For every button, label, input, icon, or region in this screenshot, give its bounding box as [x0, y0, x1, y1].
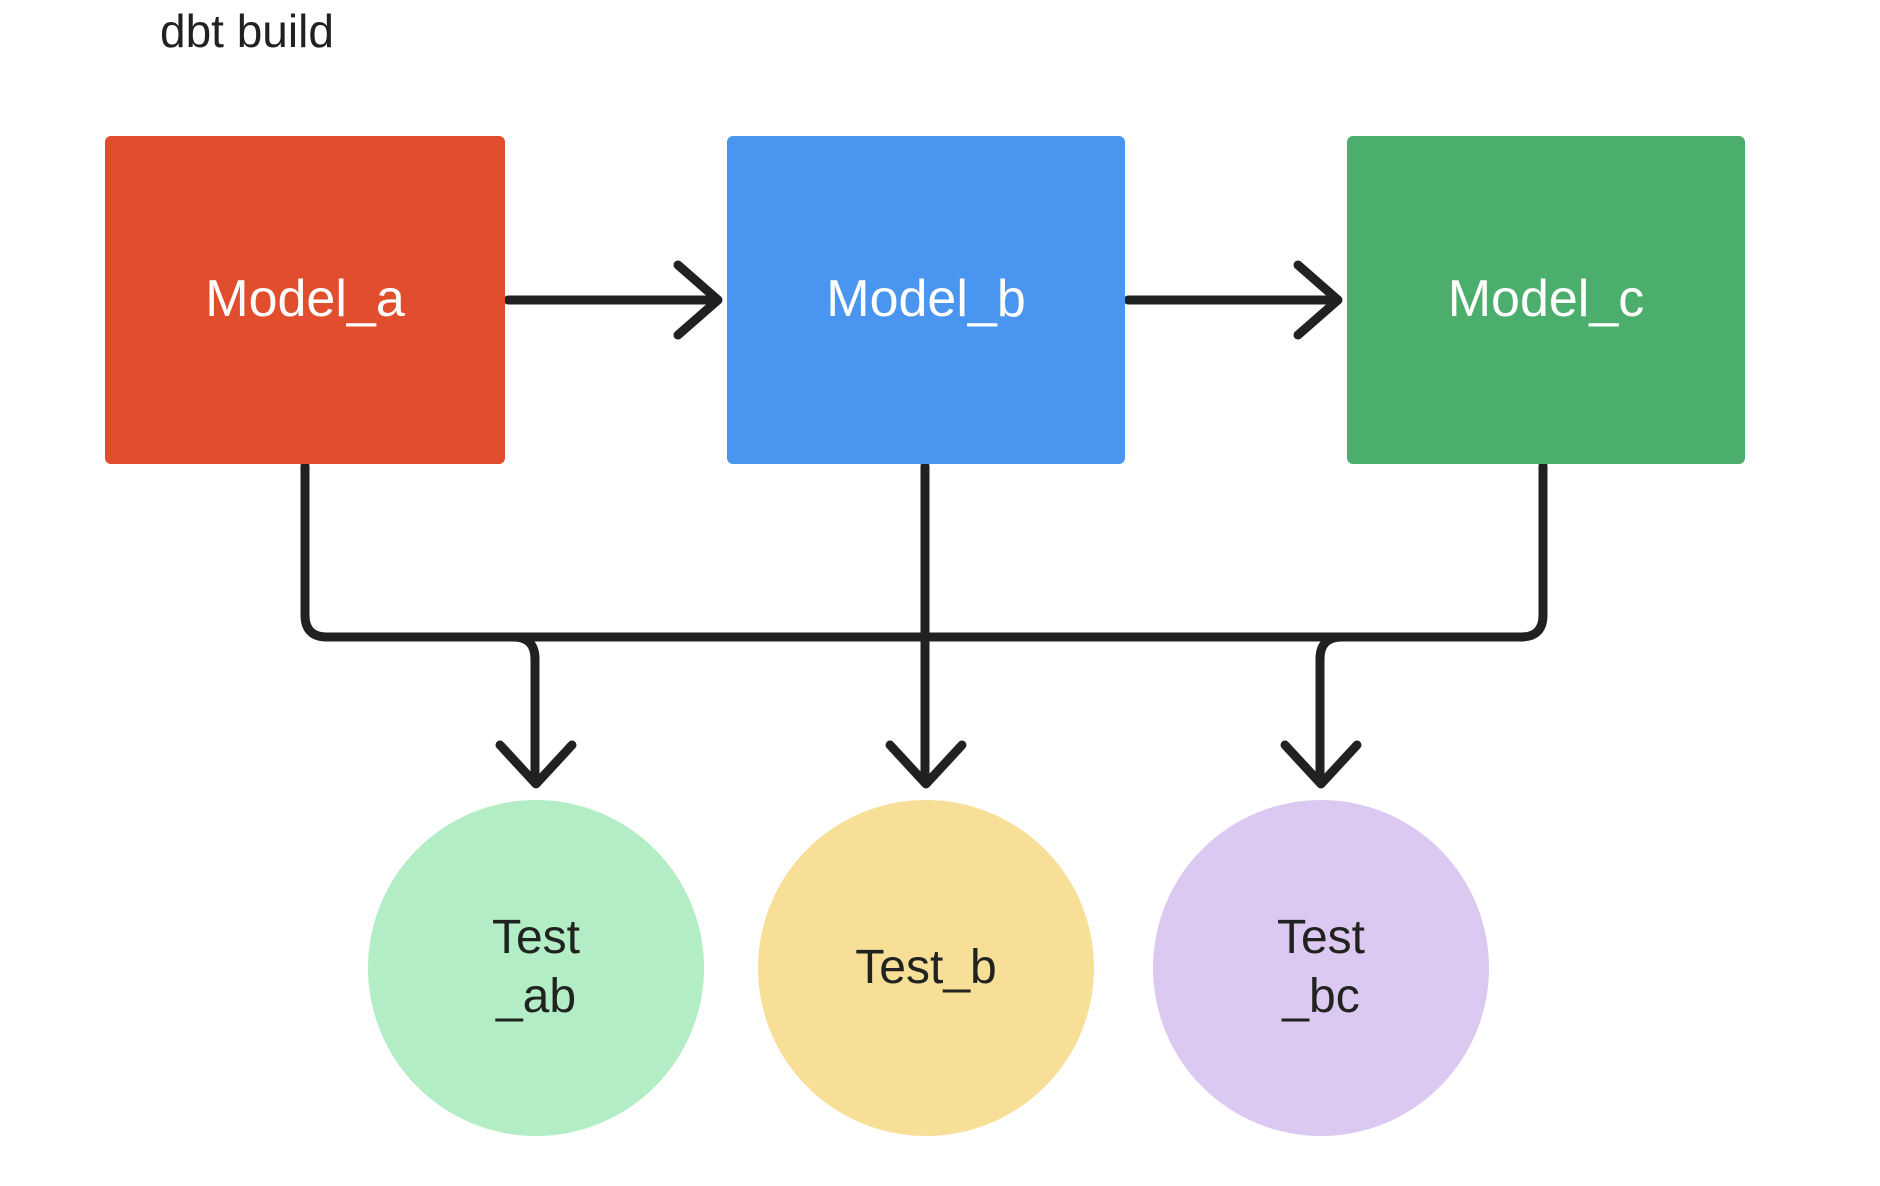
edge-model-a-to-test-ab: [300, 461, 577, 789]
node-test-b-label: Test_b: [855, 940, 997, 994]
node-model-b-label: Model_b: [826, 270, 1026, 329]
edge-model-c-to-test-bc: [1280, 461, 1548, 789]
node-model-c[interactable]: Model_c: [1347, 136, 1745, 464]
edge-model-b-to-test-b: [885, 461, 967, 789]
node-model-a[interactable]: Model_a: [105, 136, 505, 464]
edge-model-a-to-model-b: [503, 260, 723, 340]
node-test-bc-label: Test _bc: [1276, 911, 1366, 1023]
edge-model-b-to-model-c: [1123, 260, 1343, 340]
node-test-b[interactable]: Test_b: [758, 800, 1094, 1136]
page-title: dbt build: [160, 5, 334, 57]
node-test-ab-label: Test _ab: [491, 911, 581, 1023]
node-test-bc[interactable]: Test _bc: [1153, 800, 1489, 1136]
node-model-c-label: Model_c: [1447, 270, 1645, 329]
node-model-b[interactable]: Model_b: [727, 136, 1125, 464]
node-test-ab[interactable]: Test _ab: [368, 800, 704, 1136]
node-model-a-label: Model_a: [205, 270, 405, 329]
